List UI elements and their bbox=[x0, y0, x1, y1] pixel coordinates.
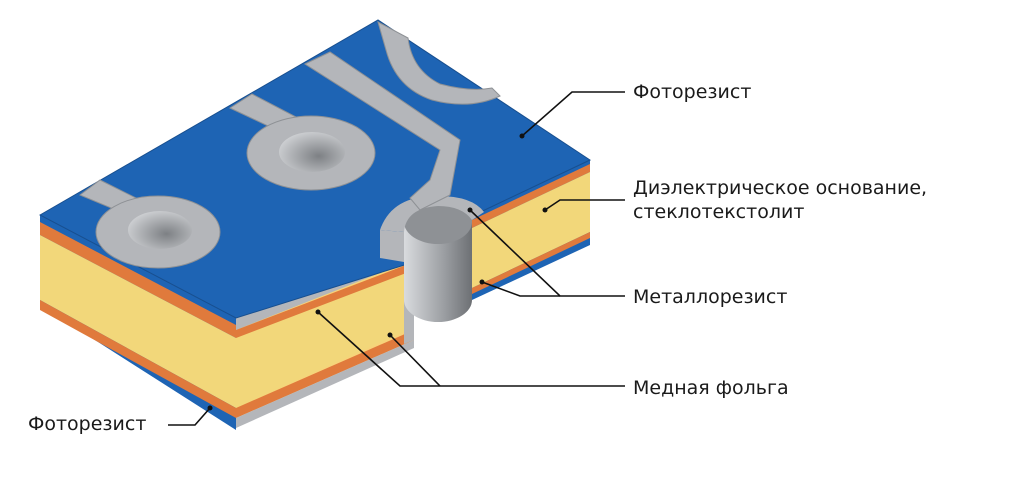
label-metalloresist: Металлорезист bbox=[633, 286, 788, 308]
board-right-side bbox=[472, 160, 590, 300]
board-front-side bbox=[40, 215, 236, 430]
pad-center bbox=[246, 115, 376, 191]
leader-lines bbox=[168, 91, 625, 426]
label-dielectric: Диэлектрическое основание, стеклотекстол… bbox=[633, 176, 927, 224]
plated-through-hole bbox=[380, 195, 484, 322]
leader-photoresist-bottom bbox=[168, 407, 211, 426]
label-copper-foil: Медная фольга bbox=[633, 377, 789, 399]
leader-photoresist-top bbox=[521, 91, 625, 137]
label-photoresist-bottom: Фоторезист bbox=[28, 413, 147, 435]
leader-copper bbox=[317, 311, 625, 387]
leader-copper-2 bbox=[389, 334, 441, 387]
label-dielectric-line2: стеклотекстолит bbox=[633, 201, 805, 223]
pad-left bbox=[95, 195, 221, 269]
label-dielectric-line1: Диэлектрическое основание, bbox=[633, 177, 928, 199]
label-photoresist-top: Фоторезист bbox=[633, 81, 752, 103]
leader-dielectric bbox=[544, 199, 625, 211]
leader-metalloresist-2 bbox=[481, 281, 560, 297]
